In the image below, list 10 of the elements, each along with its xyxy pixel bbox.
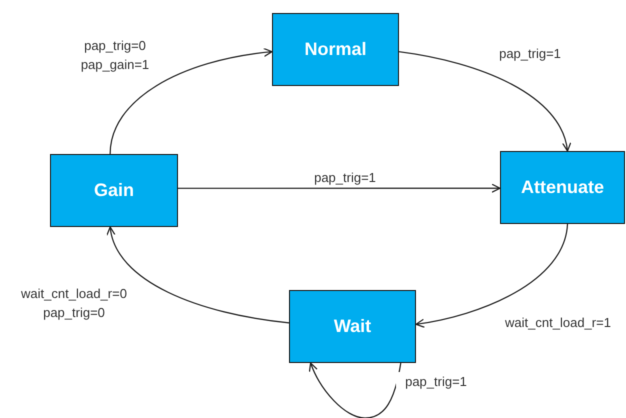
arrow	[398, 51, 570, 152]
state-box: Wait	[289, 290, 416, 363]
arrow	[309, 362, 402, 418]
state-box: Attenuate	[500, 151, 625, 224]
state-box: Normal	[272, 13, 399, 86]
arrow	[178, 184, 501, 193]
arrow	[107, 226, 290, 324]
state-box: Gain	[50, 154, 178, 227]
arrow	[415, 224, 568, 328]
arrow	[110, 48, 273, 154]
